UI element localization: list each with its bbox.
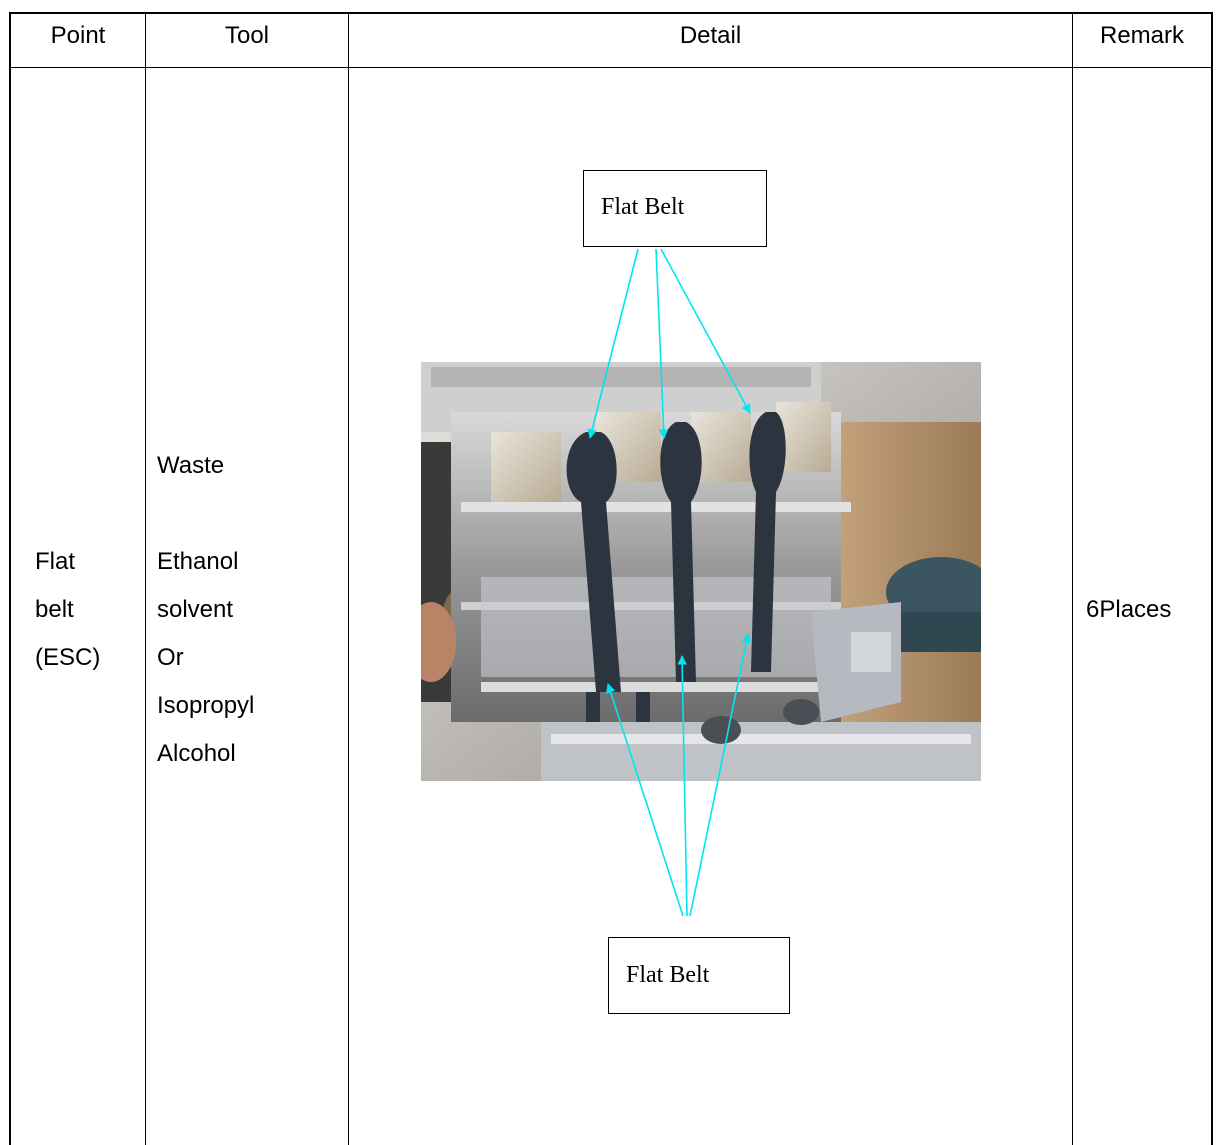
tool-cell: Waste Ethanol solvent Or Isopropyl Alcoh… — [157, 442, 254, 778]
tool-line: Waste — [157, 452, 225, 479]
column-divider-detail-remark — [1072, 12, 1073, 1145]
tool-line — [157, 490, 254, 538]
column-divider-tool-detail — [348, 12, 349, 1145]
tool-line: solvent — [157, 596, 234, 623]
point-line: belt — [35, 596, 74, 623]
tool-line: Ethanol — [157, 548, 239, 575]
point-line: Flat — [35, 548, 76, 575]
point-cell: Flat belt (ESC) — [35, 538, 100, 682]
tool-line: Isopropyl — [157, 692, 255, 719]
header-remark: Remark — [1099, 22, 1184, 49]
callout-bottom-label: Flat Belt — [626, 962, 710, 988]
remark-cell: 6Places — [1086, 596, 1172, 623]
table-border-top — [9, 12, 1213, 14]
tool-line: Or — [157, 644, 184, 671]
table-border-left — [9, 12, 11, 1145]
callout-flat-belt-bottom: Flat Belt — [608, 937, 790, 1014]
header-point: Point — [50, 22, 106, 49]
header-tool: Tool — [224, 22, 270, 49]
column-divider-point-tool — [145, 12, 146, 1145]
callout-top-label: Flat Belt — [601, 194, 685, 220]
callout-flat-belt-top: Flat Belt — [583, 170, 767, 247]
header-separator — [9, 67, 1213, 68]
header-detail: Detail — [679, 22, 742, 49]
tool-line: Alcohol — [157, 740, 236, 767]
table-border-right — [1211, 12, 1213, 1145]
flat-belt-photo — [421, 362, 981, 781]
point-line: (ESC) — [35, 644, 101, 671]
